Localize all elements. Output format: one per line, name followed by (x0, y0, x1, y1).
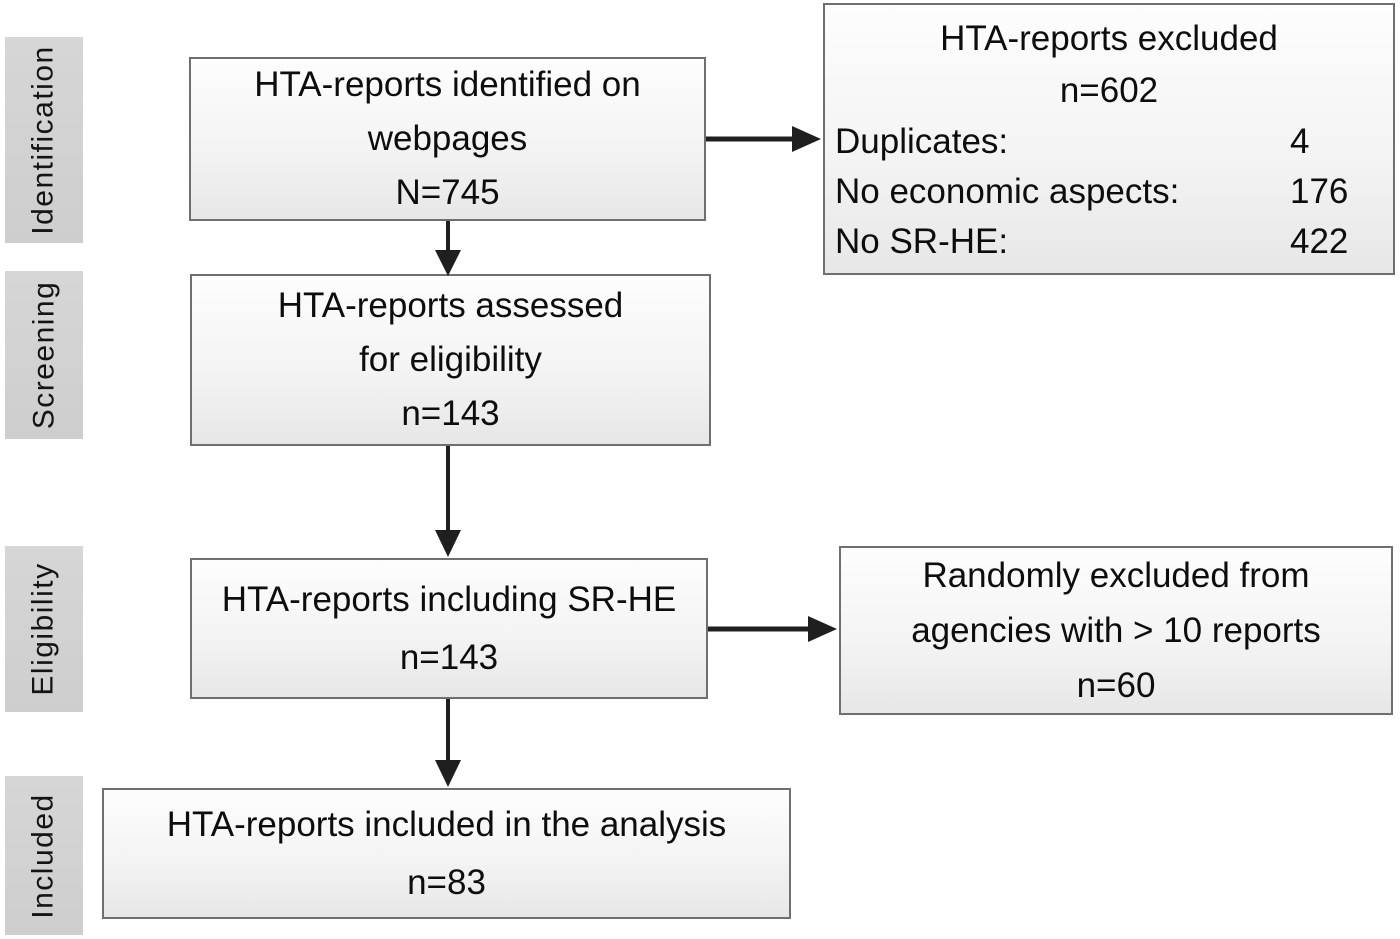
stage-label-text: Included (27, 792, 60, 919)
excluded-count: n=602 (1059, 71, 1159, 110)
box-reports-excluded: HTA-reports excluded n=602 Duplicates: 4… (823, 3, 1395, 275)
box-text-line: for eligibility (359, 340, 542, 379)
excluded-reason-row: Duplicates: 4 (825, 117, 1393, 167)
box-count: n=143 (401, 394, 500, 433)
box-count: n=60 (1076, 666, 1156, 705)
box-count: N=745 (395, 173, 500, 212)
arrow-right-identified-to-excluded-icon (706, 126, 821, 152)
stage-label-screening: Screening (5, 271, 83, 439)
stage-label-text: Screening (27, 280, 60, 430)
box-text-line: HTA-reports identified on (254, 65, 641, 104)
stage-label-included: Included (5, 776, 83, 935)
box-text-line: HTA-reports included in the analysis (166, 804, 727, 844)
reason-value: 422 (1290, 222, 1349, 261)
box-randomly-excluded: Randomly excluded from agencies with > 1… (839, 546, 1393, 715)
box-reports-including-sr-he: HTA-reports including SR-HE n=143 (190, 558, 708, 699)
stage-label-text: Eligibility (27, 562, 60, 696)
box-text-line: Randomly excluded from (922, 556, 1310, 595)
reason-label: Duplicates: (835, 122, 1009, 161)
stage-label-text: Identification (27, 45, 61, 235)
arrow-right-including-to-random-icon (708, 616, 837, 642)
box-text-line: agencies with > 10 reports (911, 611, 1321, 650)
excluded-title: HTA-reports excluded (940, 19, 1278, 58)
arrow-down-assessed-to-including-icon (435, 446, 461, 557)
stage-label-identification: Identification (5, 37, 83, 243)
box-count: n=83 (407, 862, 486, 902)
excluded-reason-row: No economic aspects: 176 (825, 167, 1393, 217)
box-reports-assessed: HTA-reports assessed for eligibility n=1… (190, 274, 711, 446)
box-reports-identified: HTA-reports identified on webpages N=745 (189, 57, 706, 221)
box-count: n=143 (399, 637, 499, 677)
box-text-line: HTA-reports assessed (277, 286, 624, 325)
arrow-down-identified-to-assessed-icon (435, 221, 461, 276)
reason-label: No economic aspects: (835, 172, 1180, 211)
box-reports-included-analysis: HTA-reports included in the analysis n=8… (102, 788, 791, 919)
box-text-line: webpages (367, 119, 528, 158)
reason-label: No SR-HE: (835, 222, 1009, 261)
reason-value: 4 (1290, 122, 1310, 161)
reason-value: 176 (1290, 172, 1349, 211)
excluded-reason-row: No SR-HE: 422 (825, 217, 1393, 267)
stage-label-eligibility: Eligibility (5, 546, 83, 712)
box-text-line: HTA-reports including SR-HE (221, 579, 677, 619)
arrow-down-including-to-included-icon (435, 699, 461, 787)
